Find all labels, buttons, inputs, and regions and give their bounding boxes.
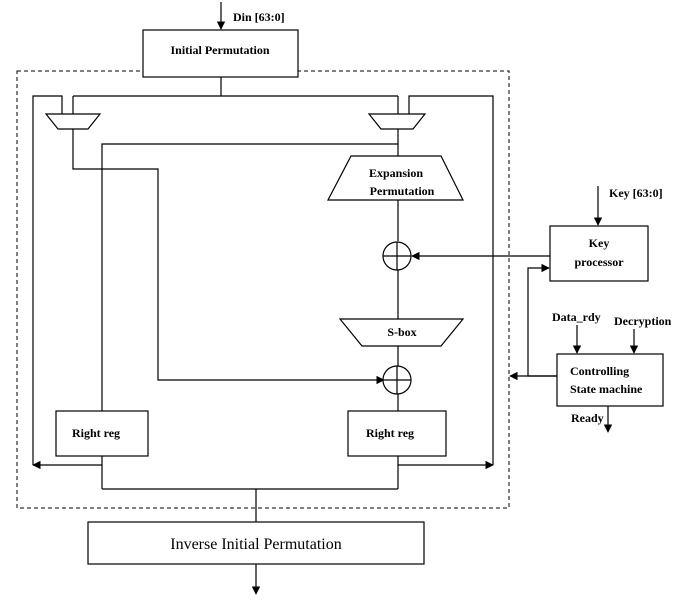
controller-label-line2: State machine <box>570 382 643 396</box>
initial-permutation-label: Initial Permutation <box>171 43 270 57</box>
left-right-reg-label: Right reg <box>72 426 120 440</box>
initial-permutation-block <box>142 29 299 78</box>
left-right-reg-block <box>55 410 149 457</box>
ready-label: Ready <box>571 411 604 425</box>
right-right-reg-block <box>347 410 447 457</box>
data-rdy-label: Data_rdy <box>552 310 601 324</box>
decryption-label: Decryption <box>614 314 672 328</box>
key-input-label: Key [63:0] <box>609 186 663 200</box>
expansion-permutation-block <box>327 155 464 201</box>
xor1-symbol <box>382 241 412 271</box>
din-label: Din [63:0] <box>233 10 285 24</box>
xor2-symbol <box>382 365 412 395</box>
sbox-label: S-box <box>387 325 416 339</box>
inverse-initial-permutation-label: Inverse Initial Permutation <box>170 536 342 553</box>
controlling-state-machine-block <box>556 353 664 407</box>
left-mux-to-xor2-wire <box>72 129 385 385</box>
expansion-label-line1: Expansion <box>369 166 423 180</box>
right-mux-to-left-reg-wire <box>101 143 398 411</box>
sbox-block <box>338 318 465 347</box>
left-feedback-wire <box>32 95 63 465</box>
left-mux <box>44 113 102 130</box>
right-right-reg-label: Right reg <box>366 426 414 440</box>
left-reg-feedback-out <box>32 456 103 470</box>
key-processor-label-line2: processor <box>574 255 624 269</box>
expansion-label-line2: Permutation <box>370 184 435 198</box>
key-processor-block <box>549 225 649 282</box>
key-processor-label-line1: Key <box>589 236 610 250</box>
right-feedback-wire <box>408 95 494 465</box>
inverse-initial-permutation-block <box>87 521 425 565</box>
controller-label-line1: Controlling <box>570 364 629 378</box>
right-reg-feedback-out <box>397 456 494 470</box>
right-mux <box>367 113 427 130</box>
